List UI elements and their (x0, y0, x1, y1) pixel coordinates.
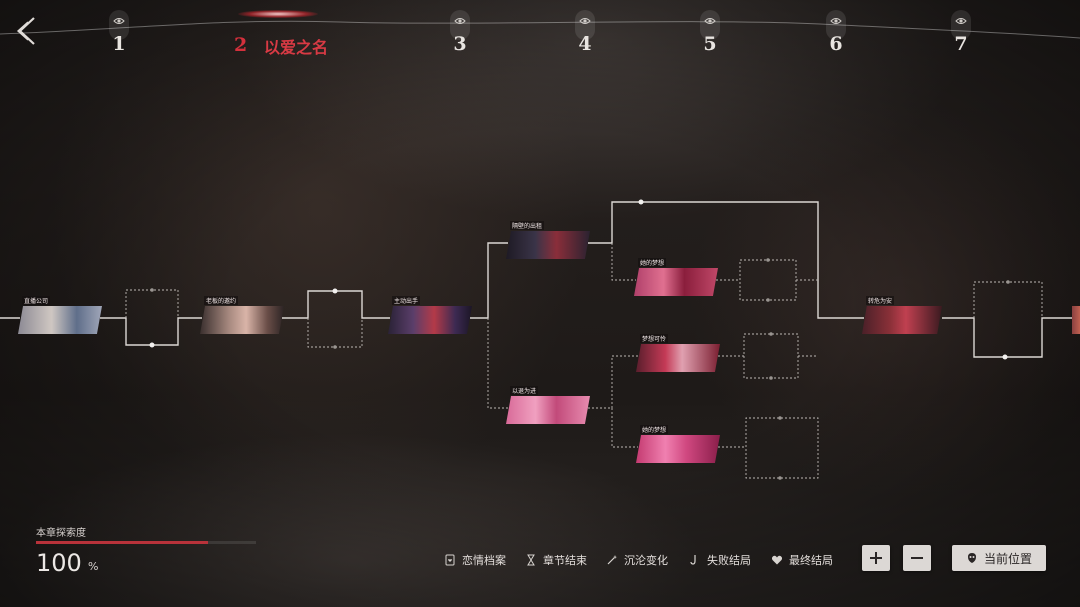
chapter-number: 2 (234, 34, 248, 56)
minus-icon (911, 557, 923, 559)
node-thumbnail (200, 306, 284, 334)
hook-icon (690, 555, 696, 565)
chapter-rail (0, 20, 1080, 39)
chapter-pill (575, 10, 595, 40)
legend-item: 恋情档案 (444, 552, 506, 568)
legend-label: 章节结束 (543, 554, 587, 567)
node-thumbnail (18, 306, 102, 334)
zoom-in-button[interactable] (862, 545, 890, 571)
chapter-pill (700, 10, 720, 40)
story-node[interactable]: 以退为进 (506, 386, 590, 424)
node-label: 梦想可怜 (640, 334, 669, 343)
chapter-1-tab[interactable]: 1 (106, 10, 132, 60)
story-node[interactable]: 直播公司 (18, 296, 102, 334)
eye-icon (579, 18, 591, 24)
chapter-number: 7 (954, 33, 968, 55)
chapter-pill (951, 10, 971, 40)
story-node[interactable]: 梦想可怜 (636, 334, 720, 372)
legend-item: 章节结束 (525, 552, 587, 568)
node-label: 以退为进 (510, 386, 539, 395)
eye-icon (704, 18, 716, 24)
node-thumbnail (1072, 306, 1080, 334)
node-label: 她的梦想 (638, 258, 667, 267)
heart-icon (771, 555, 783, 565)
legend-item: 失败结局 (689, 552, 751, 568)
zoom-out-button[interactable] (903, 545, 931, 571)
legend-label: 恋情档案 (462, 554, 506, 567)
chapter-7-tab[interactable]: 7 (948, 10, 974, 60)
node-label: 她的梦想 (640, 425, 669, 434)
chapter-number: 5 (703, 33, 717, 55)
story-node[interactable]: 她的梦想 (636, 425, 720, 463)
chapter-number: 6 (829, 33, 843, 55)
eye-icon (113, 18, 125, 24)
back-button[interactable] (12, 16, 40, 46)
progress-bar-fill (36, 541, 208, 544)
progress-value: 100 (36, 549, 82, 577)
node-label: 转危为安 (866, 296, 895, 305)
story-node[interactable]: 主动出手 (388, 296, 472, 334)
plus-icon (870, 552, 882, 564)
active-chapter-glow (238, 10, 318, 18)
story-node[interactable]: 她的梦想 (634, 258, 718, 296)
chapter-2-tab-active[interactable]: 2 以爱之名 (228, 8, 348, 60)
node-thumbnail (634, 268, 718, 296)
legend-label: 沉沦变化 (624, 554, 668, 567)
chapter-pill (450, 10, 470, 40)
chapter-3-tab[interactable]: 3 (447, 10, 473, 60)
sparkle-wand-icon (607, 555, 617, 565)
legend-label: 最终结局 (789, 554, 833, 567)
heart-file-icon (445, 554, 455, 566)
node-thumbnail (636, 435, 720, 463)
node-thumbnail (506, 396, 590, 424)
progress-bar (36, 541, 256, 544)
legend-label: 失败结局 (707, 554, 751, 567)
story-node-partial[interactable] (1072, 300, 1080, 334)
node-thumbnail (388, 306, 472, 334)
node-label: 老板的邀约 (204, 296, 239, 305)
chapter-number: 3 (453, 33, 467, 55)
node-label: 主动出手 (392, 296, 421, 305)
current-position-label: 当前位置 (983, 551, 1032, 566)
story-node[interactable]: 隔壁的出租 (506, 221, 590, 259)
legend-item: 沉沦变化 (606, 552, 668, 568)
current-position-button[interactable]: 当前位置 (952, 545, 1046, 571)
eye-icon (955, 18, 967, 24)
node-thumbnail (862, 306, 942, 334)
node-thumbnail (506, 231, 590, 259)
progress-title: 本章探索度 (36, 528, 86, 539)
progress-unit: % (88, 560, 99, 573)
chapter-number: 1 (112, 33, 126, 55)
double-chevron-left-icon (16, 17, 35, 45)
chapter-6-tab[interactable]: 6 (823, 10, 849, 60)
story-node[interactable]: 转危为安 (862, 296, 942, 334)
locate-mask-icon (967, 553, 976, 563)
chapter-title: 以爱之名 (264, 38, 329, 57)
chapter-pill (109, 10, 129, 40)
node-thumbnail (636, 344, 720, 372)
eye-icon (830, 18, 842, 24)
chapter-4-tab[interactable]: 4 (572, 10, 598, 60)
chapter-pill (826, 10, 846, 40)
story-node[interactable]: 老板的邀约 (200, 296, 284, 334)
node-label: 直播公司 (22, 296, 51, 305)
node-label: 隔壁的出租 (510, 221, 545, 230)
eye-icon (454, 18, 466, 24)
chapter-5-tab[interactable]: 5 (697, 10, 723, 60)
hourglass-icon (527, 554, 535, 566)
legend-item: 最终结局 (771, 552, 833, 568)
chapter-number: 4 (578, 33, 592, 55)
